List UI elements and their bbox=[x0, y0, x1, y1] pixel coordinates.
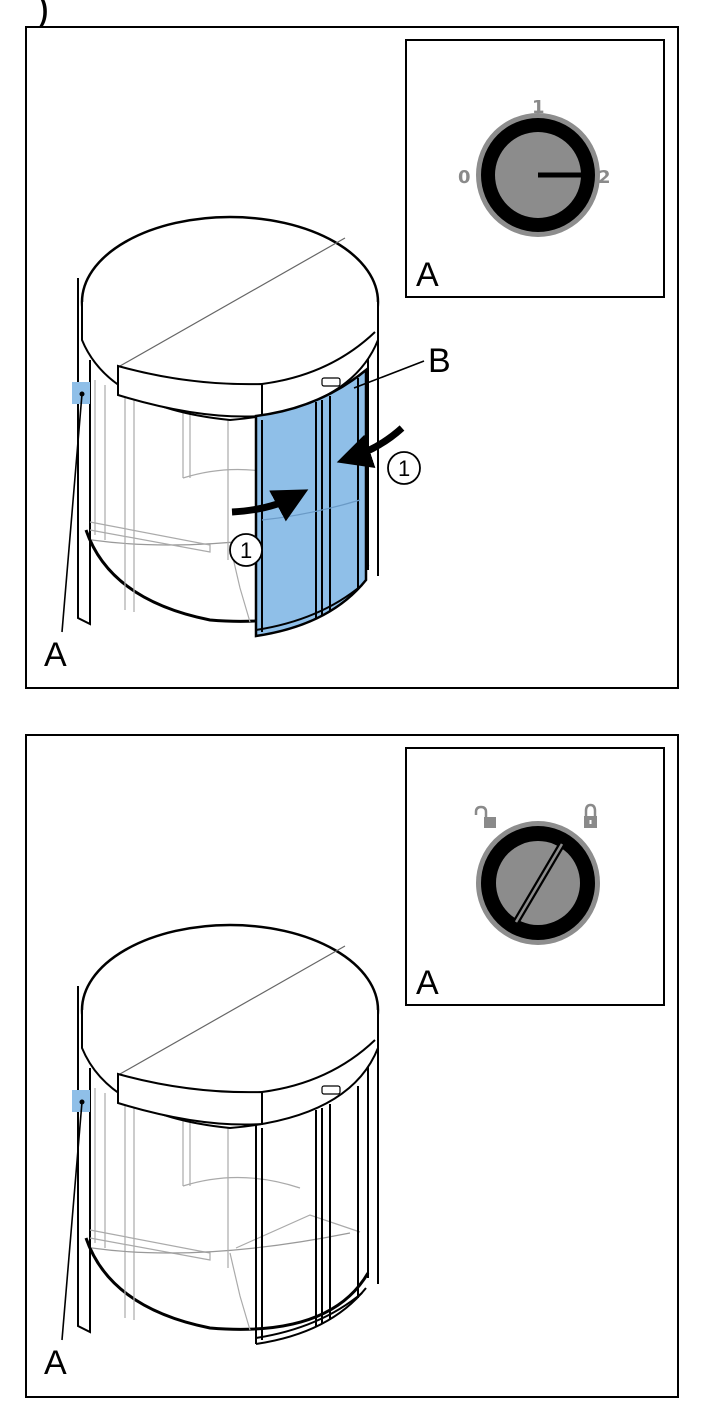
inset-frame bbox=[405, 39, 665, 298]
canopy-front-arc bbox=[261, 331, 376, 385]
panel-1-inset: 0 1 2 A bbox=[405, 39, 665, 298]
interior-glass bbox=[89, 1088, 361, 1331]
canopy-handle bbox=[321, 1085, 341, 1095]
switch-position-1: 1 bbox=[532, 97, 545, 118]
header-fragment: ) bbox=[36, 0, 49, 31]
rotation-arrows bbox=[231, 425, 405, 522]
door-wing-frame bbox=[255, 378, 363, 632]
panel-2-inset: A bbox=[405, 747, 665, 1006]
door-wing-frame bbox=[255, 1086, 367, 1345]
switch-position-0: 0 bbox=[458, 167, 471, 188]
lock-closed-icon bbox=[584, 803, 597, 828]
floor-ring bbox=[84, 1237, 370, 1331]
arrow-left-icon bbox=[336, 425, 405, 468]
arrow-right-icon bbox=[231, 489, 309, 522]
inset-label-a: A bbox=[416, 964, 439, 1002]
callout-a-leader bbox=[61, 393, 83, 633]
side-wall-right bbox=[367, 1030, 379, 1284]
step-callout-upper: 1 bbox=[387, 451, 421, 485]
step-callout-lower: 1 bbox=[229, 533, 263, 567]
lock-open-icon bbox=[474, 805, 496, 828]
step-1-label-upper: 1 bbox=[398, 456, 410, 481]
callout-b: B bbox=[428, 342, 451, 380]
callout-a: A bbox=[44, 1344, 67, 1382]
panel-2: A bbox=[25, 734, 679, 1398]
step-1-label-lower: 1 bbox=[240, 538, 252, 563]
callout-a: A bbox=[44, 636, 67, 674]
revolving-door-1 bbox=[72, 215, 380, 638]
canopy-seam bbox=[119, 945, 346, 1075]
callout-a-leader bbox=[61, 1101, 83, 1341]
callout-b-leader bbox=[353, 360, 425, 389]
canopy-front-panel bbox=[117, 1072, 263, 1126]
interior-glass bbox=[89, 380, 301, 623]
canopy-seam bbox=[119, 237, 346, 367]
revolving-door-2 bbox=[72, 923, 380, 1345]
switch-position-2: 2 bbox=[598, 167, 611, 188]
panel-1: 0 1 2 A bbox=[25, 26, 679, 689]
canopy-front-arc bbox=[261, 1039, 376, 1093]
inset-label-a: A bbox=[416, 256, 439, 294]
canopy-handle bbox=[321, 377, 341, 387]
